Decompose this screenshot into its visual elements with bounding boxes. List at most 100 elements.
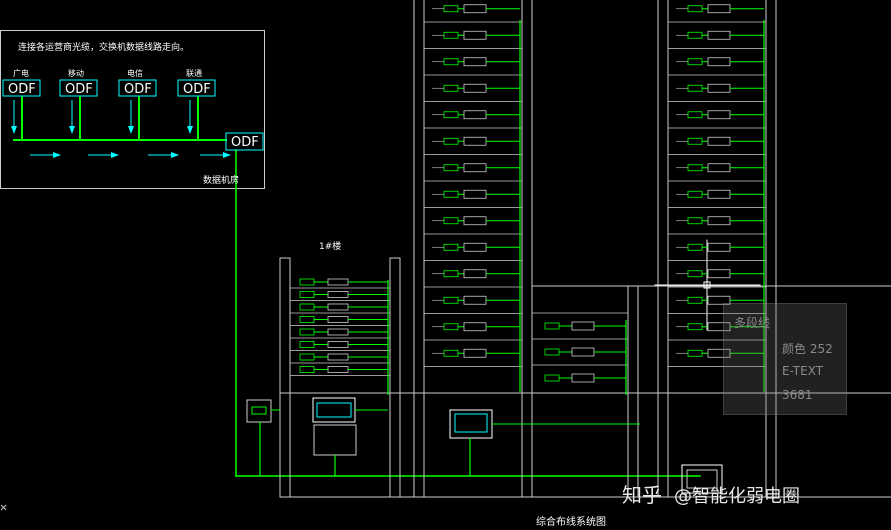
- crosshair-pickbox-icon: [703, 281, 711, 289]
- tower-b-switch: [707, 83, 731, 93]
- tower-a-switch: [463, 30, 487, 40]
- building-1-switch: [327, 303, 349, 311]
- tower-b-switch: [707, 136, 731, 146]
- tower-b-switch: [707, 269, 731, 279]
- tower-b-outlet: [687, 270, 703, 278]
- data-room-label: 数据机房: [203, 174, 239, 186]
- rack-b1: [312, 397, 356, 423]
- data-room-frame: [0, 30, 265, 189]
- svg-text:ODF: ODF: [183, 82, 211, 97]
- tower-a-switch: [463, 83, 487, 93]
- building-1-outlet: [299, 366, 315, 373]
- tower-a-outlet: [443, 164, 459, 172]
- right-arrow-icon: [223, 152, 231, 158]
- down-arrow-icon: [11, 126, 17, 134]
- operator-label-1: 广电: [13, 68, 29, 78]
- tower-a-outlet: [443, 217, 459, 225]
- building-2-switch: [571, 347, 595, 357]
- tower-b-outlet: [687, 243, 703, 251]
- tower-a-switch: [463, 242, 487, 252]
- down-arrow-icon: [187, 126, 193, 134]
- building-1-switch: [327, 366, 349, 373]
- tower-a-outlet: [443, 5, 459, 13]
- building-1-outlet: [299, 328, 315, 336]
- tower-a-outlet: [443, 243, 459, 251]
- building-1-switch: [327, 278, 349, 286]
- down-arrow-icon: [69, 126, 75, 134]
- tower-b-outlet: [687, 349, 703, 357]
- building-1-switch: [327, 328, 349, 336]
- odf-box-3[interactable]: ODF: [118, 79, 157, 97]
- tooltip-line-2: E-TEXT: [782, 364, 824, 378]
- tower-a-outlet: [443, 190, 459, 198]
- building-2-outlet: [544, 348, 560, 356]
- watermark: 知乎@智能化弱电圈: [622, 479, 800, 508]
- odf-box-1[interactable]: ODF: [2, 79, 41, 97]
- tower-b-switch: [707, 110, 731, 120]
- operator-label-3: 电信: [127, 68, 143, 78]
- odf-box-main[interactable]: ODF: [225, 132, 264, 151]
- down-arrow-icon: [128, 126, 134, 134]
- tower-a-switch: [463, 163, 487, 173]
- tooltip-line-3: 3681: [782, 388, 813, 402]
- tower-a-switch: [463, 322, 487, 332]
- operator-label-4: 联通: [186, 68, 202, 78]
- riser-cabinet: [246, 399, 272, 423]
- building-1-switch: [327, 341, 349, 348]
- svg-text:ODF: ODF: [65, 82, 93, 97]
- tower-b-outlet: [687, 323, 703, 331]
- odf-box-4[interactable]: ODF: [177, 79, 216, 97]
- tower-a-outlet: [443, 349, 459, 357]
- tower-a-outlet: [443, 296, 459, 304]
- right-arrow-icon: [171, 152, 179, 158]
- tower-b-switch: [707, 242, 731, 252]
- ucs-icon: ✕: [0, 500, 8, 514]
- tower-b-outlet: [687, 31, 703, 39]
- building-1-label: 1#楼: [319, 240, 341, 252]
- tower-b-outlet: [687, 58, 703, 66]
- building-1-outlet: [299, 291, 315, 298]
- rack-bottom: [681, 464, 723, 494]
- tower-a-switch: [463, 189, 487, 199]
- svg-text:ODF: ODF: [231, 135, 259, 150]
- building-1-outlet: [299, 353, 315, 361]
- tower-a-switch: [463, 348, 487, 358]
- building-1-outlet: [299, 341, 315, 348]
- right-arrow-icon: [53, 152, 61, 158]
- building-1-outlet: [299, 303, 315, 311]
- tower-b-switch: [707, 216, 731, 226]
- odf-box-2[interactable]: ODF: [59, 79, 98, 97]
- tower-a-switch: [463, 269, 487, 279]
- tower-a-switch: [463, 295, 487, 305]
- building-1-switch: [327, 353, 349, 361]
- building-2-switch: [571, 373, 595, 383]
- tower-b-switch: [707, 163, 731, 173]
- tower-b-outlet: [687, 296, 703, 304]
- watermark-author: @智能化弱电圈: [674, 486, 800, 507]
- tower-a-switch: [463, 57, 487, 67]
- right-arrow-icon: [111, 152, 119, 158]
- tower-b-outlet: [687, 137, 703, 145]
- tower-a-outlet: [443, 31, 459, 39]
- tower-a-outlet: [443, 137, 459, 145]
- tower-a-switch: [463, 216, 487, 226]
- tower-a-switch: [463, 4, 487, 14]
- tower-a-outlet: [443, 84, 459, 92]
- tower-a-switch: [463, 136, 487, 146]
- tower-a-outlet: [443, 111, 459, 119]
- tower-b-outlet: [687, 190, 703, 198]
- tower-b-outlet: [687, 84, 703, 92]
- tower-b-switch: [707, 57, 731, 67]
- tower-b-switch: [707, 4, 731, 14]
- system-diagram-title: 综合布线系统图: [536, 515, 606, 528]
- tower-b-outlet: [687, 5, 703, 13]
- svg-text:ODF: ODF: [124, 82, 152, 97]
- tower-b-switch: [707, 30, 731, 40]
- tower-b-outlet: [687, 164, 703, 172]
- tower-b-outlet: [687, 111, 703, 119]
- tower-a-outlet: [443, 58, 459, 66]
- entity-tooltip: 多段线 颜色 252 E-TEXT 3681: [723, 303, 847, 415]
- building-1-outlet: [299, 316, 315, 323]
- tower-b-switch: [707, 189, 731, 199]
